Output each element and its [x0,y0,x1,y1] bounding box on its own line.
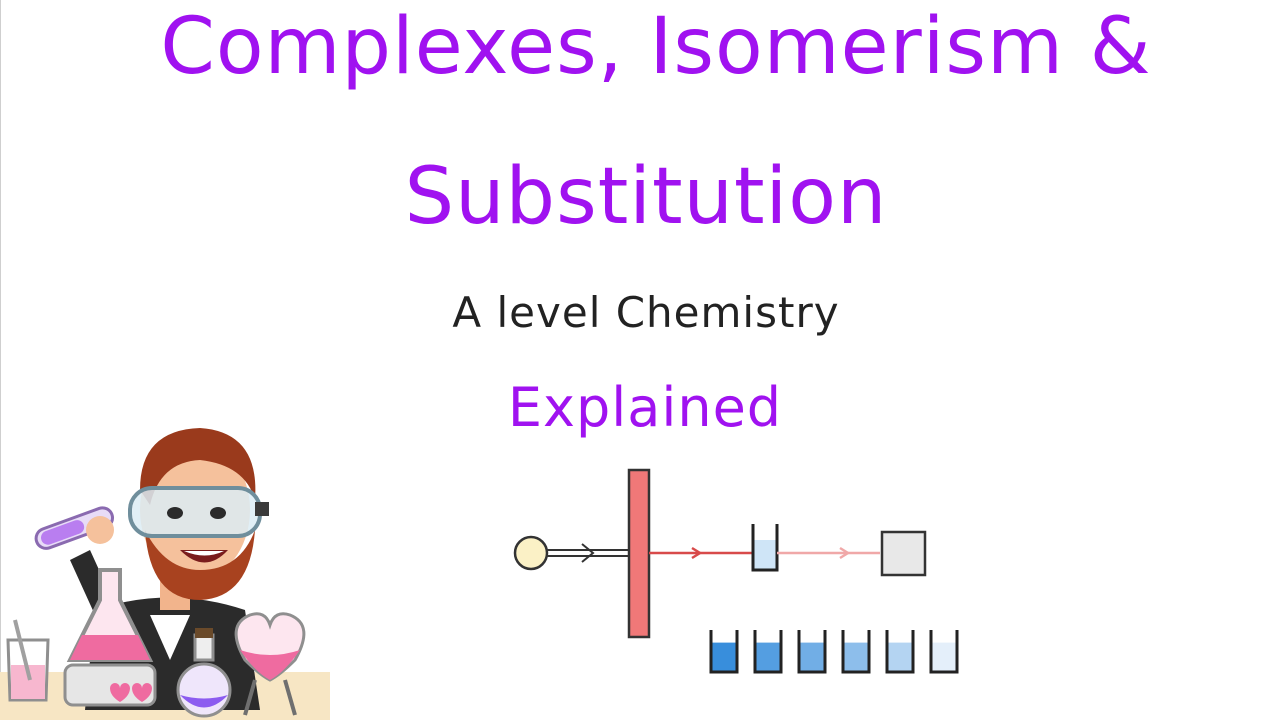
fraction-tube-liquid [931,642,957,672]
beard [145,530,255,600]
fraction-tube-liquid [887,642,913,672]
vial-liquid [753,540,777,570]
fraction-tube-liquid [711,642,737,672]
fraction-tube-liquid [799,642,825,672]
tagline: Explained [507,376,783,439]
heart-icon [110,683,130,702]
round-flask [176,662,232,718]
column [627,468,651,639]
sample-circle [513,535,549,571]
heart-icon [132,683,152,702]
frame-edge [0,0,1,720]
fraction-tube [841,630,871,674]
stand-leg [243,679,257,716]
feed-arrow-icon [581,543,595,563]
left-eye [167,507,183,519]
heart-flask-liquid [240,650,300,680]
vial [751,524,779,572]
hand [86,516,114,544]
flask-stopper [195,628,213,638]
detector-arrow-icon [839,546,851,560]
round-flask-liquid [180,695,228,708]
fraction-tube-liquid [843,642,869,672]
goggles [128,486,262,538]
stirring-rod [13,619,32,681]
goggle-strap [255,502,269,516]
title-line-1: Complexes, Isomerism & [160,2,1152,92]
fraction-tube-liquid [755,642,781,672]
fraction-tube [797,630,827,674]
hotplate [63,663,157,707]
fraction-tube [885,630,915,674]
hair [140,428,256,505]
chromatography-apparatus-icon [513,468,959,674]
detector-box [880,530,927,577]
scientist-avatar-icon [0,428,330,720]
fraction-tube [709,630,739,674]
flask-liquid [70,635,150,660]
output-arrow-icon [691,546,703,560]
shirt [150,615,190,660]
flask-neck [193,633,215,662]
teeth [184,551,224,556]
fraction-tubes [709,630,959,674]
title-line-2: Substitution [404,152,888,242]
stand-leg [283,679,297,716]
fraction-tube [929,630,959,674]
subtitle: A level Chemistry [452,288,840,337]
right-eye [210,507,226,519]
fraction-tube [753,630,783,674]
